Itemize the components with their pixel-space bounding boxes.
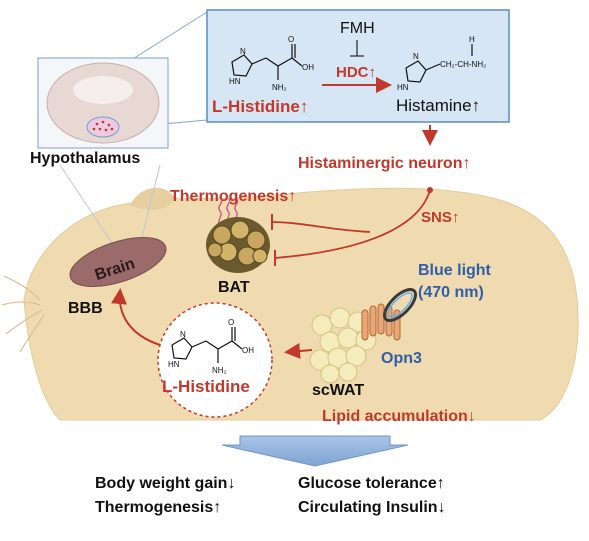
lipid-accumulation-label: Lipid accumulation↓ — [322, 408, 476, 425]
histamine-chain-label: CH₂-CH-NH₂ — [440, 60, 486, 69]
hypothalamus-region — [86, 116, 120, 138]
l-histidine-inset-label: L-Histidine↑ — [212, 97, 308, 116]
histamine-h-label: H — [469, 35, 475, 44]
circle-nh2-label: NH₂ — [212, 366, 227, 375]
sns-pathway-lower — [274, 189, 431, 259]
glucose-tolerance-outcome: Glucose tolerance↑ — [298, 475, 445, 492]
scwat-to-histidine-arrow — [284, 343, 313, 359]
hypothalamus-dots — [92, 120, 114, 132]
body-weight-gain-outcome: Body weight gain↓ — [95, 475, 235, 492]
bbb-label: BBB — [68, 300, 103, 317]
fmh-label: FMH — [340, 20, 375, 37]
brain-connector-right — [139, 164, 161, 246]
whiskers — [1, 275, 45, 353]
brain-section-ventricle — [73, 76, 133, 104]
inset-connector-top — [127, 11, 208, 63]
circle-hn-label: HN — [168, 360, 180, 369]
l-histidine-circle-label: L-Histidine — [162, 377, 250, 396]
histamine-structure — [405, 44, 473, 83]
ring-n-label: N — [240, 47, 246, 56]
hypothalamus-label: Hypothalamus — [30, 150, 140, 167]
scwat-label: scWAT — [312, 382, 364, 399]
histamine-hn-label: HN — [397, 83, 409, 92]
blue-light-glow — [387, 292, 413, 318]
histamine-n-label: N — [413, 52, 419, 61]
thermogenesis-label: Thermogenesis↑ — [170, 188, 296, 205]
histamine-label: Histamine↑ — [396, 96, 480, 115]
l-histidine-structure-inset — [231, 44, 303, 80]
l-histidine-structure-circle — [171, 327, 243, 363]
bat-label: BAT — [218, 279, 250, 296]
bat-tissue — [206, 217, 270, 273]
circle-o-label: O — [228, 318, 234, 327]
circle-n-label: N — [180, 330, 186, 339]
mouse-ear — [130, 187, 175, 210]
mouse-brain — [69, 236, 167, 288]
thermogenesis-outcome: Thermogenesis↑ — [95, 499, 221, 516]
hydroxyl-label: OH — [302, 63, 314, 72]
opn3-label: Opn3 — [381, 350, 422, 367]
histaminergic-neuron-label: Histaminergic neuron↑ — [298, 155, 470, 172]
mouse-body — [23, 187, 579, 421]
blue-light-label: Blue light — [418, 262, 492, 279]
hdc-label: HDC↑ — [336, 64, 376, 81]
l-histidine-circle — [157, 302, 273, 418]
blue-light-source-icon — [382, 287, 418, 323]
brain-connector-left — [59, 164, 121, 256]
ring-hn-label: HN — [229, 77, 241, 86]
outcome-arrow — [221, 435, 409, 467]
sns-label: SNS↑ — [421, 209, 459, 226]
amine-label: NH₂ — [272, 83, 287, 92]
sns-pathway-upper — [271, 221, 371, 233]
wavelength-label: (470 nm) — [418, 284, 484, 301]
circle-oh-label: OH — [242, 346, 254, 355]
histidine-to-brain-arrow — [110, 288, 161, 346]
carbonyl-o-label: O — [288, 35, 294, 44]
hypothalamus-inset-box — [206, 9, 510, 123]
circulating-insulin-outcome: Circulating Insulin↓ — [298, 499, 446, 516]
